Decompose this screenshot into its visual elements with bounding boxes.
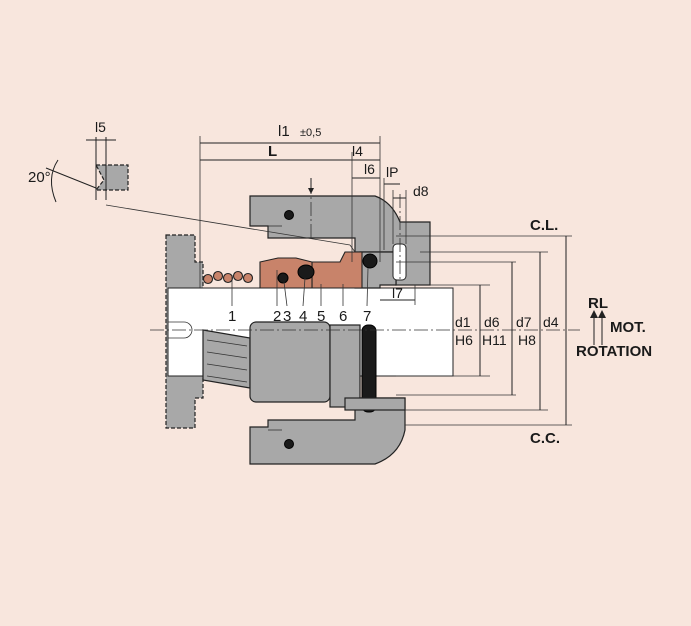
part-6: 6 (339, 308, 347, 325)
label-cc: C.C. (530, 430, 560, 447)
part-7: 7 (363, 308, 371, 325)
spring-coils-top (202, 270, 254, 285)
o-ring-seat (362, 253, 378, 269)
part-5: 5 (317, 308, 325, 325)
label-l5: l5 (95, 119, 106, 135)
label-d1-tol: H6 (455, 332, 473, 348)
label-angle: 20° (28, 169, 51, 186)
o-ring-face (297, 264, 315, 280)
label-d6: d6 (484, 314, 500, 330)
label-l1: l1 (278, 123, 290, 140)
label-d7-tol: H8 (518, 332, 536, 348)
part-3: 3 (283, 308, 291, 325)
gland-oring-bottom (284, 439, 294, 449)
label-L: L (268, 143, 277, 160)
label-mot: MOT. (610, 319, 646, 336)
label-rl: RL (588, 295, 608, 312)
gland-oring-top (284, 210, 294, 220)
seal-body-exterior (249, 321, 331, 403)
label-l6: l6 (364, 161, 375, 177)
spring-exterior (202, 329, 251, 389)
drive-collar-exterior (329, 324, 361, 408)
o-ring-small (277, 272, 289, 284)
label-d8: d8 (413, 183, 429, 199)
seat-exterior (344, 397, 406, 411)
face-holder (259, 257, 313, 289)
label-cl: C.L. (530, 217, 558, 234)
label-l4: l4 (352, 143, 363, 159)
part-1: 1 (228, 308, 236, 325)
label-d7: d7 (516, 314, 532, 330)
o-ring-exterior (361, 324, 377, 413)
part-4: 4 (299, 308, 307, 325)
rotating-face (311, 251, 363, 289)
label-rotation: ROTATION (576, 343, 652, 360)
detail-l5-profile (94, 164, 129, 191)
label-d6-tol: H11 (482, 332, 507, 348)
label-l1-tol: ±0,5 (300, 127, 321, 139)
label-lP: lP (386, 164, 398, 180)
part-2: 2 (273, 308, 281, 325)
rotation-arrows (590, 310, 606, 345)
label-l7: l7 (392, 285, 403, 301)
label-d4: d4 (543, 314, 559, 330)
shaft-notch (168, 321, 193, 339)
label-d1: d1 (455, 314, 471, 330)
